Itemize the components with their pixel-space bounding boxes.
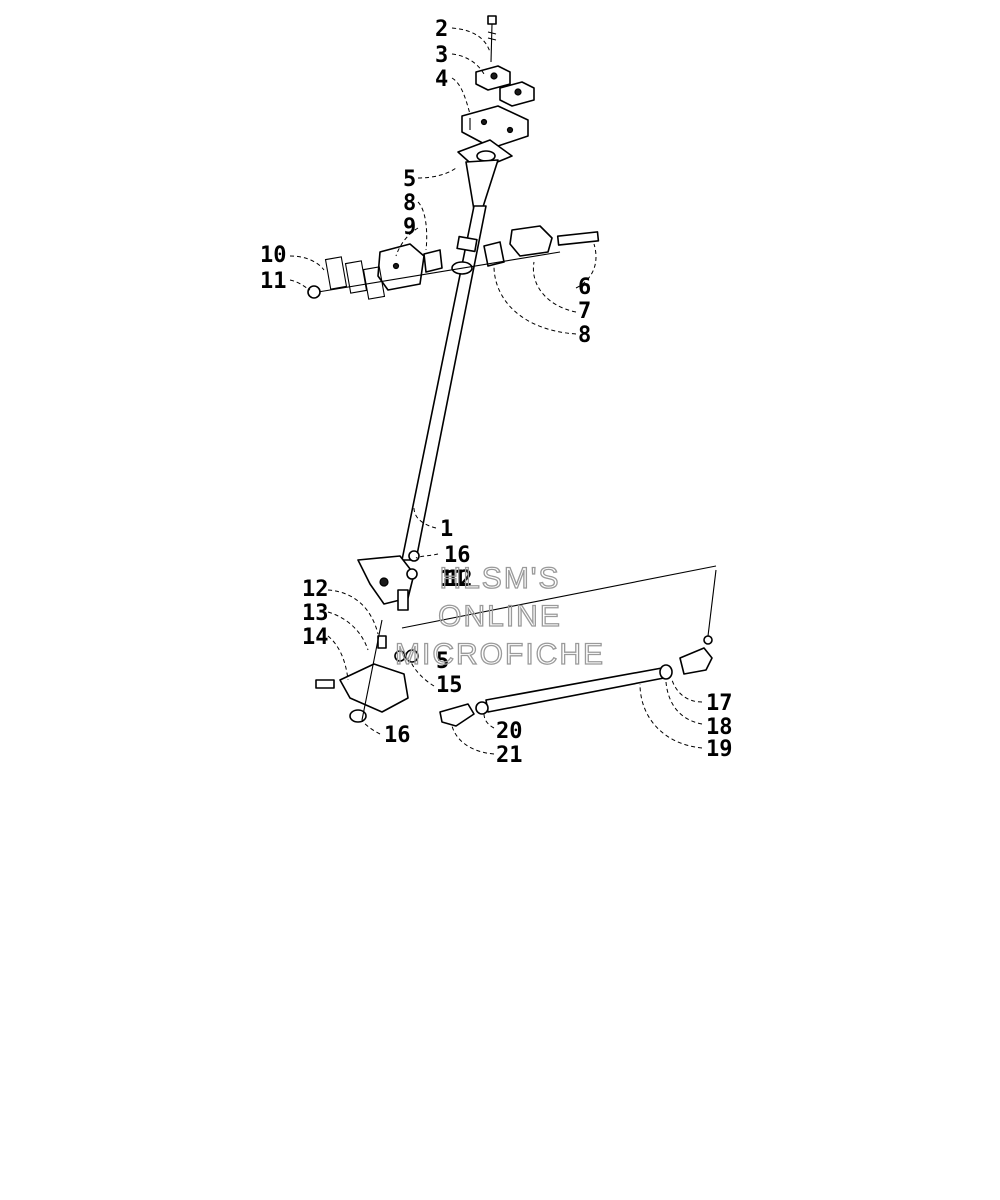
callout-14: 14 — [302, 625, 329, 650]
callout-2: 2 — [435, 17, 448, 42]
cross-bolt-line — [317, 251, 561, 293]
callout-20: 20 — [496, 719, 523, 744]
handlebar-block — [461, 105, 529, 149]
callout-11: 11 — [440, 567, 467, 592]
callout-5: 5 — [436, 649, 449, 674]
watermark: HLSM'S ONLINE MICROFICHE — [394, 561, 605, 671]
callout-21: 21 — [496, 743, 523, 768]
callout-labels: 2 3 4 5 8 9 10 11 6 7 8 1 16 11 12 12 13… — [260, 17, 733, 768]
lower-bearing-bracket — [315, 619, 419, 723]
steering-post-top-plate — [457, 139, 513, 211]
callout-1: 1 — [440, 517, 453, 542]
callout-5: 5 — [403, 167, 416, 192]
callout-4: 4 — [435, 67, 448, 92]
callout-11: 11 — [260, 269, 287, 294]
callout-16: 16 — [444, 543, 471, 568]
callout-19: 19 — [706, 737, 733, 762]
callout-8: 8 — [403, 191, 416, 216]
upper-clamp-caps — [475, 65, 535, 107]
callout-6: 6 — [578, 275, 591, 300]
leader-lines — [289, 27, 703, 755]
bushing-bracket-left — [377, 243, 443, 291]
callout-15: 15 — [436, 673, 463, 698]
left-washer-stack — [307, 256, 386, 300]
connector-line — [401, 565, 717, 629]
callout-3: 3 — [435, 43, 448, 68]
top-bolt — [487, 15, 497, 63]
callout-18: 18 — [706, 715, 733, 740]
watermark-line-2: ONLINE — [438, 600, 562, 633]
callout-13: 13 — [302, 601, 329, 626]
callout-8: 8 — [578, 323, 591, 348]
callout-12: 12 — [302, 577, 329, 602]
watermark-line-1: HLSM'S — [439, 562, 560, 595]
bushing-bracket-right — [483, 225, 600, 267]
callout-12: 12 — [446, 567, 473, 592]
watermark-line-3: MICROFICHE — [395, 638, 605, 671]
callout-17: 17 — [706, 691, 733, 716]
callout-16: 16 — [384, 723, 411, 748]
tie-rod — [439, 569, 717, 727]
callout-10: 10 — [260, 243, 287, 268]
callout-7: 7 — [578, 299, 591, 324]
callout-9: 9 — [403, 215, 416, 240]
lower-steering-arm — [357, 550, 420, 611]
